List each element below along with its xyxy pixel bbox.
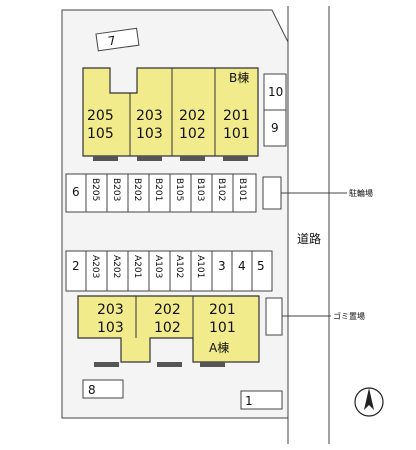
svg-text:A201: A201 bbox=[132, 255, 142, 278]
svg-text:A102: A102 bbox=[174, 255, 184, 278]
svg-text:9: 9 bbox=[271, 121, 279, 135]
bike-parking-label: 駐輪場 bbox=[349, 188, 373, 198]
svg-text:10: 10 bbox=[268, 85, 283, 99]
svg-text:B201: B201 bbox=[153, 178, 163, 201]
building-a-name: A棟 bbox=[209, 340, 229, 355]
svg-text:8: 8 bbox=[88, 383, 96, 397]
building-a: 203 103 202 102 201 101 A棟 bbox=[77, 295, 260, 367]
svg-text:103: 103 bbox=[97, 320, 124, 336]
svg-text:B203: B203 bbox=[111, 178, 121, 201]
svg-text:A202: A202 bbox=[111, 255, 121, 278]
garbage-area bbox=[265, 297, 283, 336]
svg-text:A103: A103 bbox=[153, 255, 163, 278]
parking-row-a: 2 A203 A202 A201 A103 A102 A101 3 4 5 bbox=[65, 250, 273, 292]
svg-text:3: 3 bbox=[218, 259, 226, 273]
bike-parking-area bbox=[262, 176, 282, 210]
svg-text:B202: B202 bbox=[132, 178, 142, 201]
svg-text:203: 203 bbox=[97, 302, 124, 318]
svg-text:5: 5 bbox=[257, 259, 265, 273]
parking-row-b: 6 B205 B203 B202 B201 B105 B103 B102 B10… bbox=[65, 173, 257, 213]
svg-text:103: 103 bbox=[136, 126, 163, 142]
svg-text:4: 4 bbox=[238, 259, 246, 273]
north-arrow-icon bbox=[354, 387, 384, 417]
svg-text:201: 201 bbox=[209, 302, 236, 318]
svg-text:7: 7 bbox=[107, 33, 117, 48]
svg-text:B105: B105 bbox=[174, 178, 184, 201]
svg-text:202: 202 bbox=[179, 108, 206, 124]
building-b-name: B棟 bbox=[229, 70, 249, 85]
svg-text:B101: B101 bbox=[237, 178, 247, 201]
svg-text:6: 6 bbox=[72, 185, 80, 199]
svg-text:203: 203 bbox=[136, 108, 163, 124]
svg-text:101: 101 bbox=[209, 320, 236, 336]
svg-text:B102: B102 bbox=[216, 178, 226, 201]
svg-text:101: 101 bbox=[223, 126, 250, 142]
building-a-outline bbox=[77, 295, 260, 363]
svg-text:B205: B205 bbox=[90, 178, 100, 201]
garbage-label: ゴミ置場 bbox=[333, 311, 365, 321]
svg-text:102: 102 bbox=[179, 126, 206, 142]
building-b: B棟 205 105 203 103 202 102 201 101 bbox=[82, 67, 259, 161]
svg-text:105: 105 bbox=[87, 126, 114, 142]
parking-space-7: 7 bbox=[95, 27, 140, 52]
svg-text:B103: B103 bbox=[195, 178, 205, 201]
svg-text:A101: A101 bbox=[195, 255, 205, 278]
parking-space-1 bbox=[240, 390, 283, 410]
svg-text:2: 2 bbox=[72, 259, 80, 273]
parking-space-9 bbox=[263, 109, 287, 147]
road-label: 道路 bbox=[297, 231, 321, 246]
svg-text:1: 1 bbox=[245, 394, 253, 408]
svg-text:201: 201 bbox=[223, 108, 250, 124]
svg-text:202: 202 bbox=[154, 302, 181, 318]
svg-text:A203: A203 bbox=[90, 255, 100, 278]
svg-text:102: 102 bbox=[154, 320, 181, 336]
parking-space-8 bbox=[82, 379, 124, 399]
svg-text:205: 205 bbox=[87, 108, 114, 124]
